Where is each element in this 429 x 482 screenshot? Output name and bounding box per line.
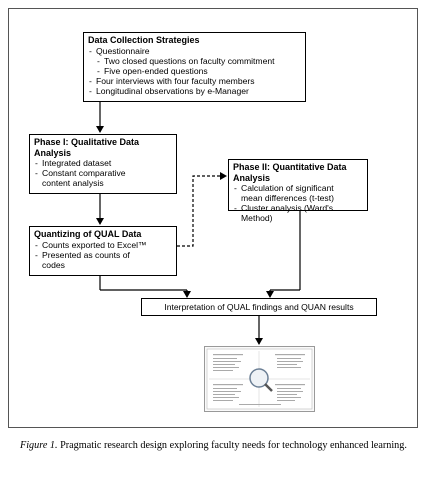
- caption-text: Pragmatic research design exploring facu…: [57, 440, 407, 451]
- figure-caption: Figure 1. Pragmatic research design expl…: [20, 439, 415, 452]
- phase1-item-continuation: content analysis: [42, 178, 104, 188]
- quantizing-item: Counts exported to Excel™: [34, 240, 173, 250]
- collection-item: Questionnaire: [88, 46, 302, 56]
- phase1-title-line2: Analysis: [34, 147, 72, 158]
- phase2-title-line1: Phase II: Quantitative Data: [233, 162, 347, 172]
- phase2-item: Cluster analysis (Ward's: [233, 203, 364, 213]
- phase2-box: Phase II: Quantitative Data Analysis Cal…: [228, 159, 368, 223]
- data-collection-box: Data Collection Strategies Questionnaire…: [83, 32, 306, 102]
- phase2-item-continuation: mean differences (t-test): [241, 193, 334, 203]
- phase1-title-line1: Phase I: Qualitative Data: [34, 137, 140, 147]
- figure-frame: [8, 8, 418, 428]
- quantizing-item: Presented as counts of: [34, 250, 173, 260]
- figure-label: Figure 1.: [20, 440, 58, 451]
- phase2-item-continuation: Method): [241, 213, 273, 223]
- phase1-box: Phase I: Qualitative Data Analysis Integ…: [29, 134, 177, 194]
- phase2-item: Calculation of significant: [233, 183, 364, 193]
- collection-subitem: Five open-ended questions: [88, 66, 302, 76]
- collection-subitem: Two closed questions on faculty commitme…: [88, 56, 302, 66]
- arrow-quantizing-to-phase2: [177, 172, 227, 247]
- phase1-item: Integrated dataset: [34, 158, 173, 168]
- quantizing-box: Quantizing of QUAL Data Counts exported …: [29, 226, 177, 276]
- phase1-item: Constant comparative: [34, 168, 173, 178]
- quantizing-title: Quantizing of QUAL Data: [34, 229, 142, 239]
- cluster-diagram-thumbnail: [204, 346, 315, 412]
- collection-item: Four interviews with four faculty member…: [88, 76, 302, 86]
- thumbnail-graphic: [206, 348, 313, 410]
- quantizing-item-continuation: codes: [42, 259, 65, 270]
- collection-item: Longitudinal observations by e-Manager: [88, 86, 302, 96]
- interpretation-box: Interpretation of QUAL findings and QUAN…: [141, 298, 377, 316]
- phase2-title-line2: Analysis: [233, 172, 271, 183]
- data-collection-title: Data Collection Strategies: [88, 35, 200, 45]
